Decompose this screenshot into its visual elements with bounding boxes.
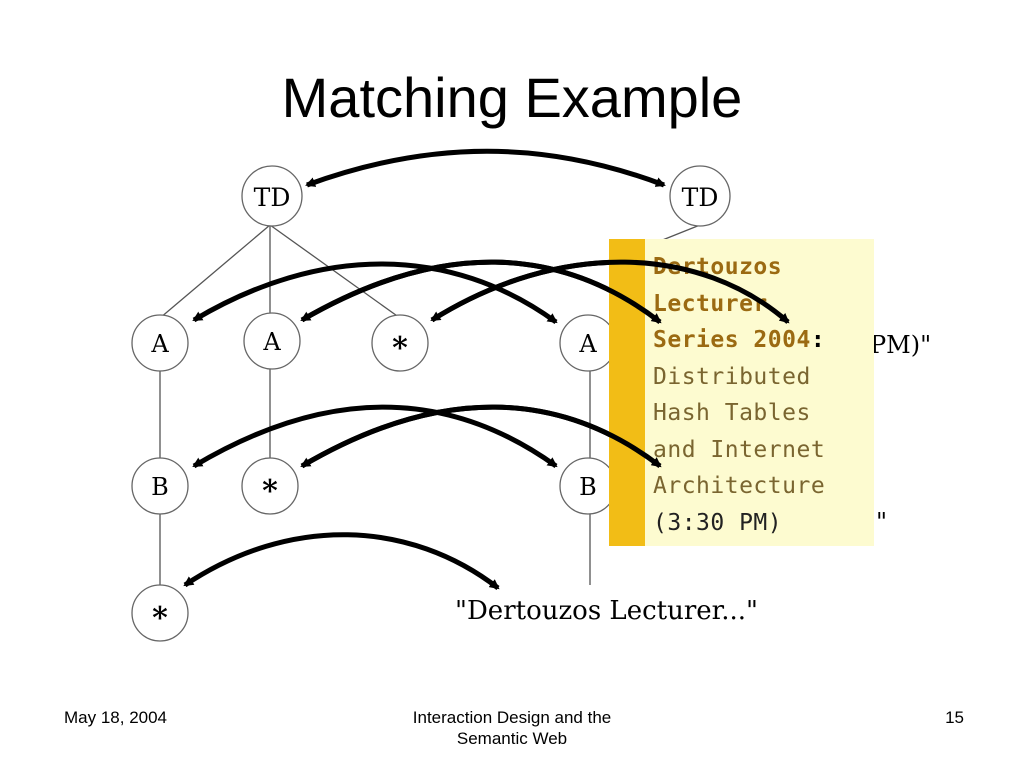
node-right-td xyxy=(669,165,731,227)
node-left-star1-label: * xyxy=(392,331,408,366)
arrow-star2-tooltip xyxy=(300,404,662,469)
tooltip-bullet: * xyxy=(617,243,631,268)
dom-tooltip: * Dertouzos Lecturer Series 2004: Distri… xyxy=(609,239,874,546)
tooltip-heading: Dertouzos Lecturer Series 2004 xyxy=(653,254,811,353)
tooltip-body: Distributed Hash Tables and Internet Arc… xyxy=(653,363,826,500)
slide-title: Matching Example xyxy=(281,66,743,129)
tooltip-text: Dertouzos Lecturer Series 2004: Distribu… xyxy=(653,249,874,541)
node-right-a-label: A xyxy=(578,330,597,358)
arrow-a1-a xyxy=(192,261,558,325)
arrow-td-td xyxy=(305,148,666,188)
node-left-star3-label: * xyxy=(152,601,168,636)
node-left-td-label: TD xyxy=(254,183,291,212)
partial-text-pm: PM)" xyxy=(870,331,931,359)
partial-text-quote: " xyxy=(876,508,887,536)
dom-text-node: "Dertouzos Lecturer..." xyxy=(455,596,758,626)
node-left-star3 xyxy=(131,584,189,642)
node-right-b-label: B xyxy=(579,473,597,501)
footer-page-number: 15 xyxy=(945,708,964,727)
node-left-b-label: B xyxy=(151,473,169,501)
arrow-star3-text xyxy=(183,532,500,590)
tooltip-time: (3:30 PM) xyxy=(653,509,783,536)
node-left-a1-label: A xyxy=(150,330,169,358)
node-right-td-label: TD xyxy=(682,183,719,212)
node-left-a2-label: A xyxy=(262,328,281,356)
node-left-td xyxy=(241,165,303,227)
node-left-b xyxy=(131,457,189,515)
tooltip-heading-colon: : xyxy=(810,327,826,353)
footer-title: Interaction Design and the Semantic Web xyxy=(412,708,612,748)
footer-date: May 18, 2004 xyxy=(64,708,168,727)
node-left-star2-label: * xyxy=(262,474,278,509)
arrow-b-b xyxy=(192,404,558,469)
node-left-a1 xyxy=(131,314,189,372)
